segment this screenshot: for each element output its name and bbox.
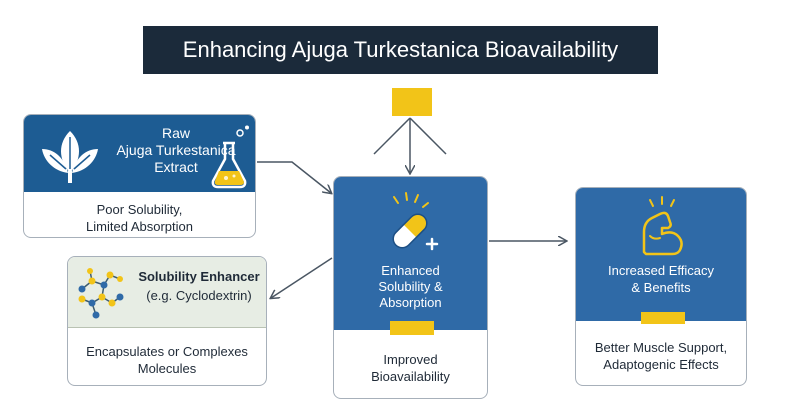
flask-icon — [211, 125, 249, 189]
raw-extract-header: Raw Ajuga Turkestanica Extract — [24, 115, 255, 192]
top-funnel-right — [409, 117, 447, 155]
enhanced-body-line-2: Bioavailability — [371, 369, 450, 384]
capsule-icon — [392, 192, 439, 251]
raw-extract-card: Raw Ajuga Turkestanica Extract Poor Solu… — [23, 114, 256, 238]
outcome-body-line-1: Better Muscle Support, — [594, 340, 728, 355]
raw-extract-body-line-2: Limited Absorption — [86, 219, 193, 234]
raw-to-center-arrow — [257, 161, 331, 193]
enhanced-line-3: Absorption — [379, 295, 442, 310]
enhanced-line-2: Solubility & — [378, 279, 443, 294]
flexed-arm-icon — [642, 196, 683, 256]
center-to-enhancer-arrow — [271, 257, 333, 298]
molecule-icon — [78, 268, 124, 319]
outcome-gold-bar — [641, 312, 685, 324]
top-funnel-left — [373, 117, 411, 155]
enhanced-line-1: Enhanced — [381, 263, 440, 278]
outcome-body-line-2: Adaptogenic Effects — [603, 357, 719, 372]
solubility-enhancer-header: Solubility Enhancer (e.g. Cyclodextrin) — [68, 257, 266, 328]
enhanced-absorption-card: Enhanced Solubility & Absorption Improve… — [333, 176, 488, 399]
outcome-body: Better Muscle Support, Adaptogenic Effec… — [576, 339, 746, 373]
outcome-line-2: & Benefits — [631, 280, 691, 295]
solubility-enhancer-body: Encapsulates or Complexes Molecules — [68, 343, 266, 377]
outcome-line-1: Increased Efficacy — [608, 263, 714, 278]
solubility-enhancer-card: Solubility Enhancer (e.g. Cyclodextrin) … — [67, 256, 267, 386]
top-gold-marker — [392, 88, 432, 116]
enhanced-absorption-body: Improved Bioavailability — [334, 351, 487, 385]
raw-extract-title-line-3: Extract — [154, 159, 198, 175]
raw-extract-title-line-2: Ajuga Turkestanica — [116, 142, 236, 158]
enhanced-body-line-1: Improved — [383, 352, 438, 367]
outcome-card: Increased Efficacy & Benefits Better Mus… — [575, 187, 747, 386]
leaf-icon — [42, 131, 98, 183]
center-gold-bar — [390, 321, 434, 335]
page-title: Enhancing Ajuga Turkestanica Bioavailabi… — [143, 26, 658, 74]
enhanced-absorption-header: Enhanced Solubility & Absorption — [334, 177, 487, 330]
raw-extract-title-line-1: Raw — [161, 125, 190, 141]
solubility-enhancer-title: Solubility Enhancer — [138, 269, 260, 284]
solubility-enhancer-subtitle: (e.g. Cyclodextrin) — [146, 288, 252, 303]
raw-extract-body: Poor Solubility, Limited Absorption — [24, 201, 255, 235]
outcome-header: Increased Efficacy & Benefits — [576, 188, 746, 321]
raw-extract-body-line-1: Poor Solubility, — [96, 202, 183, 217]
solubility-enhancer-body-line-1: Encapsulates or Complexes — [86, 344, 248, 359]
solubility-enhancer-body-line-2: Molecules — [137, 361, 197, 376]
